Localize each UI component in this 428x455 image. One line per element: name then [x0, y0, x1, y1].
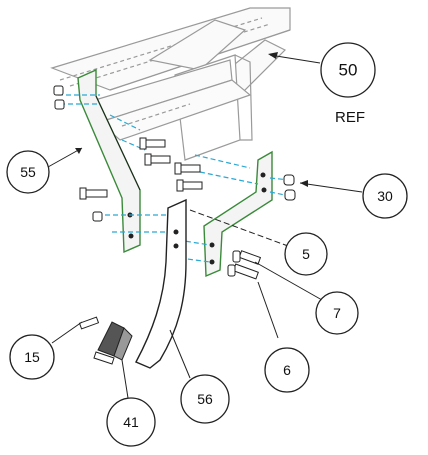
- bolt-center-c: [174, 162, 201, 175]
- leader-50: [269, 54, 321, 64]
- bolt-center-b: [144, 153, 171, 166]
- nut-30b: [284, 189, 296, 201]
- callout-50-circle: [320, 42, 376, 98]
- bolt-center-a: [139, 137, 166, 150]
- bolt-55a: [79, 187, 108, 200]
- leader-arrowheads: [75, 52, 308, 187]
- callout-labels: 50 REF 55 30 5 7 6 15 56 41: [20, 61, 393, 431]
- callouts: [6, 42, 408, 447]
- callout-6-circle: [264, 347, 310, 393]
- callout-7: 7: [333, 305, 341, 321]
- bolt-7: [232, 250, 262, 265]
- hardware-fasteners: [53, 85, 296, 330]
- callout-55-circle: [6, 150, 50, 194]
- callout-50: 50: [339, 61, 358, 80]
- leader-lines: [47, 54, 363, 399]
- callout-55: 55: [20, 164, 36, 180]
- callout-5-circle: [284, 232, 328, 276]
- bolt-15: [78, 316, 100, 330]
- mount-bracket-right: [203, 150, 273, 278]
- nut-30a: [283, 174, 295, 186]
- bolt-center-d: [176, 179, 203, 192]
- callout-6: 6: [283, 362, 291, 378]
- callout-30: 30: [377, 188, 393, 204]
- callout-41-circle: [106, 397, 156, 447]
- callout-15-circle: [9, 334, 55, 380]
- leader-6: [257, 281, 279, 339]
- mount-bracket-55: [77, 68, 141, 254]
- leader-7: [254, 261, 323, 301]
- callout-5: 5: [302, 246, 310, 262]
- leader-56: [169, 329, 191, 379]
- callout-7-circle: [315, 291, 359, 335]
- leader-30: [299, 182, 363, 193]
- callout-56: 56: [197, 391, 213, 407]
- callout-41: 41: [123, 414, 139, 430]
- ref-label: REF: [335, 109, 365, 126]
- nut-55a: [92, 211, 103, 222]
- point-41: [93, 321, 133, 365]
- bolt-6: [227, 263, 259, 280]
- callout-15: 15: [24, 349, 40, 365]
- callout-56-circle: [180, 374, 230, 424]
- leader-15: [51, 321, 83, 344]
- callout-30-circle: [362, 173, 408, 219]
- shank-56: [135, 198, 187, 369]
- frame-assembly: [50, 7, 291, 161]
- leader-55: [47, 147, 83, 168]
- leader-41: [121, 359, 129, 399]
